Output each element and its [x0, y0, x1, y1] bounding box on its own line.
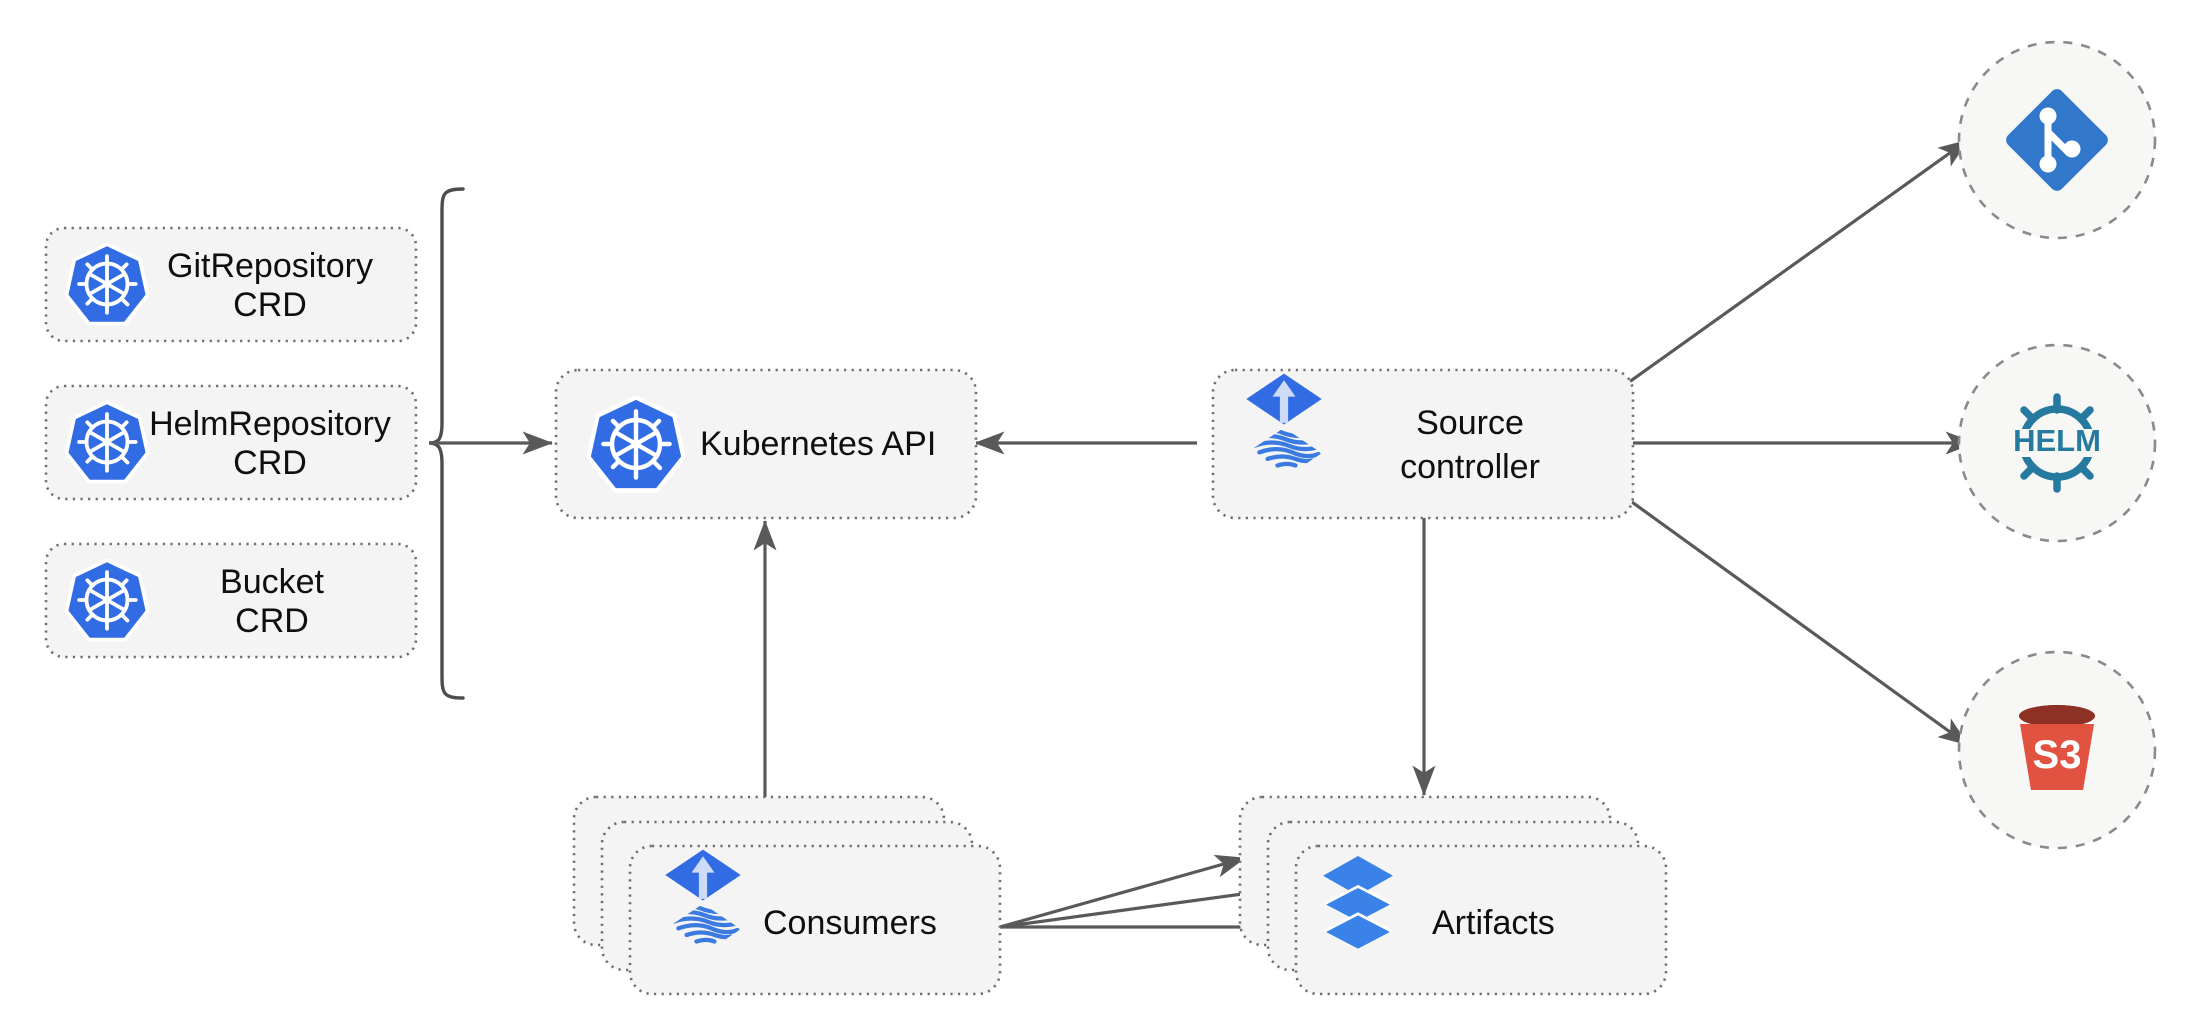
crd-label-line2: CRD: [233, 286, 307, 324]
helm-icon: [2007, 397, 2107, 489]
source-circle-helm[interactable]: [1957, 343, 2157, 543]
edge-consumers-to-artifact-top: [999, 854, 1246, 929]
kubernetes-icon: [68, 246, 145, 321]
crd-box-bucket[interactable]: Bucket CRD: [44, 542, 418, 659]
node-artifacts[interactable]: Artifacts: [1238, 795, 1668, 996]
kubernetes-icon: [591, 400, 681, 488]
node-consumers[interactable]: Consumers: [572, 795, 1002, 996]
layers-icon: [1323, 856, 1393, 951]
crd-label-line1: GitRepository: [167, 247, 373, 285]
node-source-controller[interactable]: Source controller: [1211, 368, 1635, 520]
kubernetes-icon: [68, 404, 145, 479]
kubernetes-api-label: Kubernetes API: [700, 425, 936, 463]
edge-consumers-to-artifact-mid: [999, 882, 1273, 929]
edge-source-to-s3: [1624, 495, 1969, 747]
crd-label-line2: CRD: [235, 602, 309, 640]
s3-bucket-icon: [2019, 705, 2095, 790]
artifacts-label: Artifacts: [1432, 904, 1555, 942]
edge-source-to-git: [1624, 138, 1969, 387]
consumers-label: Consumers: [763, 904, 937, 942]
crd-label-line1: Bucket: [220, 563, 324, 601]
crd-label-line2: CRD: [233, 444, 307, 482]
source-controller-label-line1: Source: [1416, 404, 1524, 442]
crd-box-helmrepository[interactable]: HelmRepository CRD: [44, 384, 418, 501]
node-kubernetes-api[interactable]: Kubernetes API: [554, 368, 978, 520]
source-controller-label-line2: controller: [1400, 448, 1540, 486]
source-circle-git[interactable]: [1957, 40, 2157, 240]
kubernetes-icon: [68, 562, 145, 637]
source-circle-s3[interactable]: [1957, 650, 2157, 850]
crd-box-gitrepository[interactable]: GitRepository CRD: [44, 226, 418, 343]
crd-label-line1: HelmRepository: [149, 405, 391, 443]
